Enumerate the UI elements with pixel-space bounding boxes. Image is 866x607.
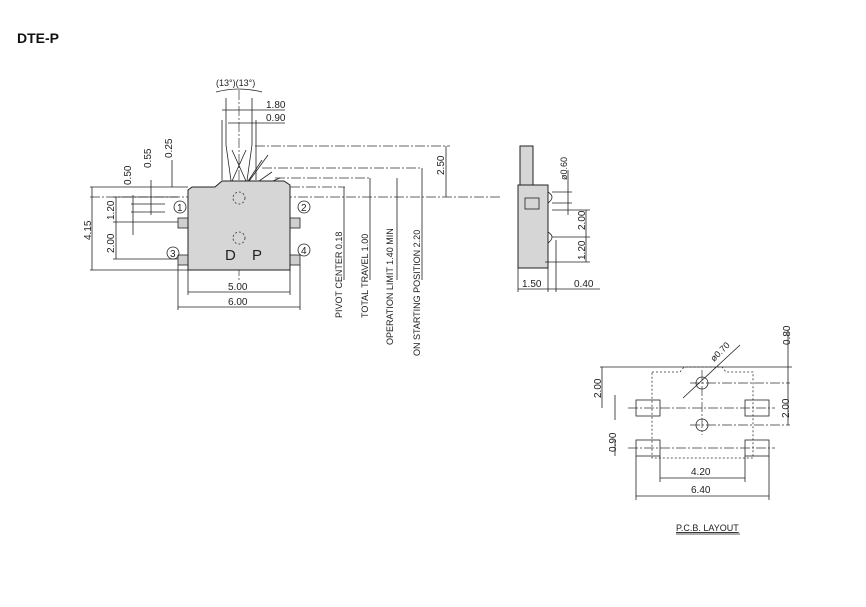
pcb-dim-4-20: 4.20 <box>691 467 711 478</box>
angle-label: (13°)(13°) <box>216 78 255 88</box>
dim-0-25: 0.25 <box>164 138 175 158</box>
pcb-dim-0-80: 0.80 <box>782 325 793 345</box>
side-lever <box>519 145 534 187</box>
dim-4-15: 4.15 <box>83 220 94 240</box>
dim-5-00: 5.00 <box>228 282 248 293</box>
side-dim-0-40: 0.40 <box>574 279 594 290</box>
switch-body <box>187 180 291 271</box>
pcb-dim-2-00-right: 2.00 <box>781 398 792 418</box>
drawing-title: DTE-P <box>17 30 59 46</box>
operation-limit-label: OPERATION LIMIT 1.40 MIN <box>385 228 395 345</box>
starting-position-label: ON STARTING POSITION 2.20 <box>412 230 422 356</box>
side-dim-2-00: 2.00 <box>577 210 588 230</box>
side-dim-1-50: 1.50 <box>522 279 542 290</box>
pcb-dim-6-40: 6.40 <box>691 485 711 496</box>
terminal-pad-1 <box>177 217 190 229</box>
terminal-number-1: 1 <box>177 203 183 214</box>
pcb-dim-0-90: 0.90 <box>608 432 619 452</box>
footprint-outline <box>651 366 754 459</box>
total-travel-label: TOTAL TRAVEL 1.00 <box>360 234 370 318</box>
pcb-dim-2-00-left: 2.00 <box>593 378 604 398</box>
terminal-number-3: 3 <box>170 249 176 260</box>
dim-1-20: 1.20 <box>106 200 117 220</box>
dim-2-00: 2.00 <box>106 233 117 253</box>
marking-p: P <box>252 247 262 264</box>
dim-6-00: 6.00 <box>228 297 248 308</box>
side-body <box>517 184 549 269</box>
dim-0-55: 0.55 <box>143 148 154 168</box>
terminal-number-2: 2 <box>301 203 307 214</box>
dim-1-80: 1.80 <box>266 100 286 111</box>
side-dim-1-20: 1.20 <box>577 240 588 260</box>
marking-d: D <box>225 247 236 264</box>
terminal-pad-2 <box>288 217 301 229</box>
pcb-dia-0-70: ø0.70 <box>708 340 731 363</box>
terminal-pad-4 <box>288 254 301 266</box>
dim-0-90: 0.90 <box>266 113 286 124</box>
dia-0-60: ø0.60 <box>559 157 569 180</box>
terminal-pad-3 <box>177 254 190 266</box>
dim-2-50: 2.50 <box>436 155 447 175</box>
pivot-center-label: PIVOT CENTER 0.18 <box>334 232 344 318</box>
pcb-layout: 0.80 ø0.70 2.00 2.00 0.90 4.20 6.40 P.C.… <box>593 325 793 535</box>
side-view: ø0.60 2.00 1.20 1.50 0.40 <box>517 145 600 292</box>
hole-circle <box>232 231 246 245</box>
front-view: D P 1 2 3 4 (13°)(13°) 1.80 0.90 2.50 PI… <box>83 78 500 356</box>
pivot-circle <box>232 191 246 205</box>
terminal-number-4: 4 <box>301 246 307 257</box>
dim-0-50: 0.50 <box>123 165 134 185</box>
pcb-layout-label: P.C.B. LAYOUT <box>676 523 739 533</box>
